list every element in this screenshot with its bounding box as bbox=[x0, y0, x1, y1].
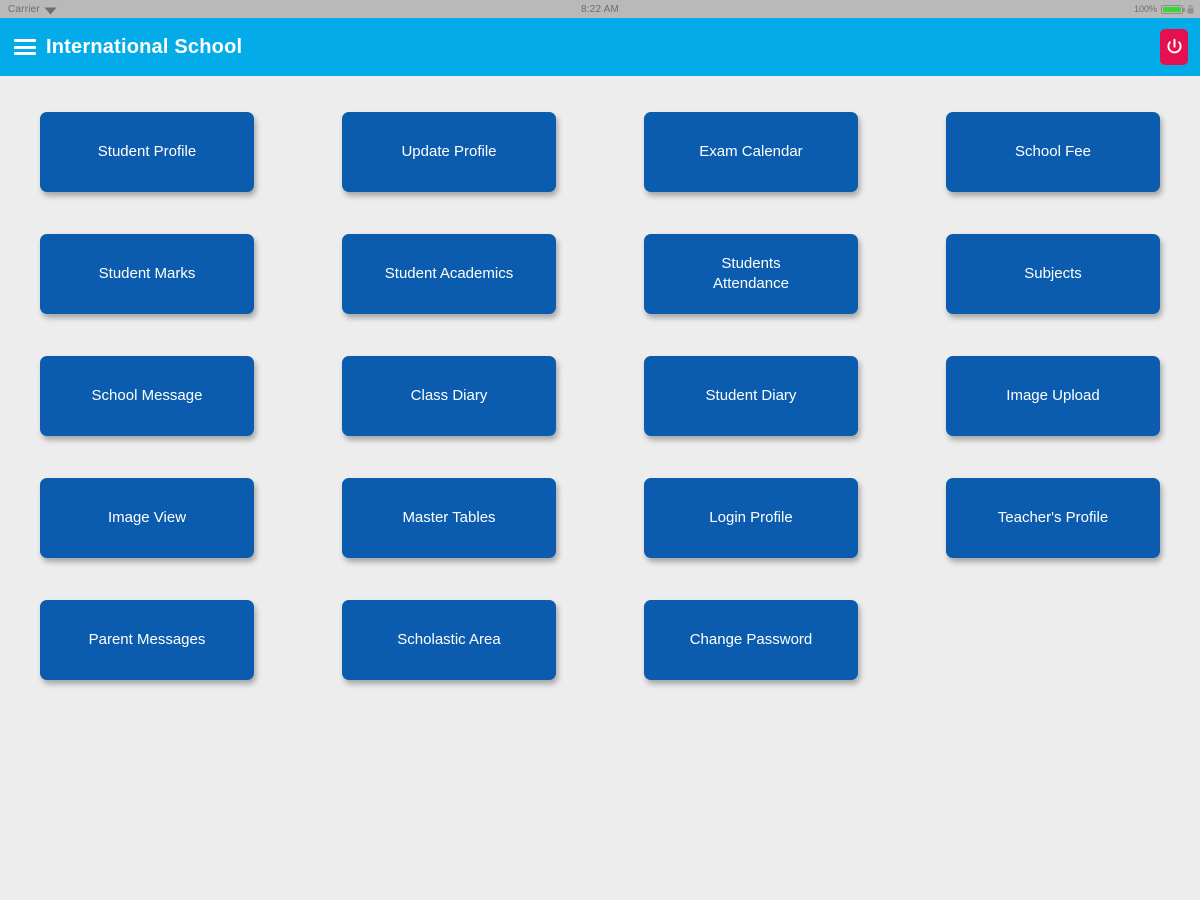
battery-fill bbox=[1163, 6, 1181, 12]
tile-exam-calendar[interactable]: Exam Calendar bbox=[644, 112, 858, 192]
carrier-label: Carrier bbox=[8, 3, 40, 15]
tile-student-profile[interactable]: Student Profile bbox=[40, 112, 254, 192]
status-bar-time: 8:22 AM bbox=[580, 3, 620, 15]
page-title: International School bbox=[46, 35, 243, 58]
tile-school-fee[interactable]: School Fee bbox=[946, 112, 1160, 192]
menu-grid: Student Profile Update Profile Exam Calend… bbox=[0, 76, 1200, 680]
status-bar-left: Carrier bbox=[0, 4, 57, 15]
battery-icon bbox=[1161, 4, 1185, 14]
app-header: International School bbox=[0, 18, 1200, 76]
hamburger-line bbox=[14, 39, 36, 42]
tile-student-diary[interactable]: Student Diary bbox=[644, 356, 858, 436]
tile-class-diary[interactable]: Class Diary bbox=[342, 356, 556, 436]
tile-empty-slot bbox=[946, 600, 1160, 680]
wifi-icon bbox=[44, 6, 57, 15]
tile-image-upload[interactable]: Image Upload bbox=[946, 356, 1160, 436]
hamburger-menu-icon[interactable] bbox=[14, 39, 36, 55]
tile-login-profile[interactable]: Login Profile bbox=[644, 478, 858, 558]
battery-percent-label: 100% bbox=[1133, 4, 1157, 14]
tile-parent-messages[interactable]: Parent Messages bbox=[40, 600, 254, 680]
tile-change-password[interactable]: Change Password bbox=[644, 600, 858, 680]
status-bar-right: 100% bbox=[1134, 4, 1194, 14]
tile-master-tables[interactable]: Master Tables bbox=[342, 478, 556, 558]
tile-teachers-profile[interactable]: Teacher's Profile bbox=[946, 478, 1160, 558]
rotation-lock-icon bbox=[1187, 4, 1194, 14]
power-icon bbox=[1166, 38, 1183, 57]
hamburger-line bbox=[14, 52, 36, 55]
tile-students-attendance[interactable]: Students Attendance bbox=[644, 234, 858, 314]
tile-scholastic-area[interactable]: Scholastic Area bbox=[342, 600, 556, 680]
tile-school-message[interactable]: School Message bbox=[40, 356, 254, 436]
status-bar: Carrier 8:22 AM 100% bbox=[0, 0, 1200, 18]
tile-image-view[interactable]: Image View bbox=[40, 478, 254, 558]
logout-button[interactable] bbox=[1160, 29, 1188, 65]
tile-update-profile[interactable]: Update Profile bbox=[342, 112, 556, 192]
hamburger-line bbox=[14, 45, 36, 49]
tile-student-marks[interactable]: Student Marks bbox=[40, 234, 254, 314]
tile-student-academics[interactable]: Student Academics bbox=[342, 234, 556, 314]
tile-subjects[interactable]: Subjects bbox=[946, 234, 1160, 314]
